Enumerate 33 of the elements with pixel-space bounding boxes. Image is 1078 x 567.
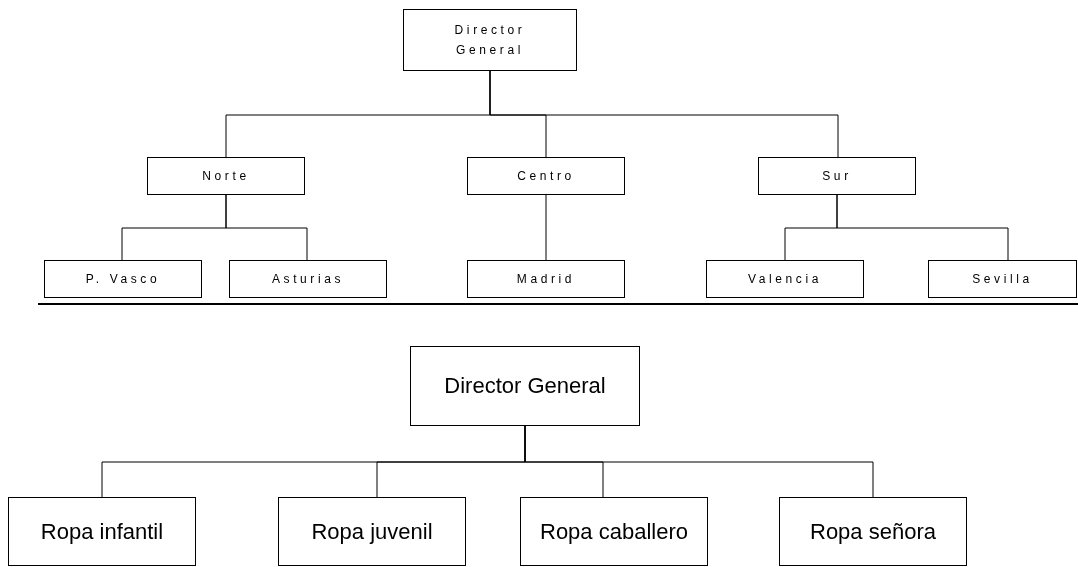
box-label: Sevilla	[972, 271, 1033, 288]
box-label: Ropa señora	[810, 517, 936, 546]
box-label: Sur	[822, 168, 852, 185]
box-label: Centro	[517, 168, 575, 185]
org-box	[410, 346, 640, 426]
connector-line	[836, 194, 1009, 261]
org-box	[758, 157, 916, 195]
org-box	[8, 497, 196, 566]
connector-line	[225, 194, 308, 261]
box-label: Director General	[444, 372, 606, 400]
org-box	[278, 497, 466, 566]
org-box	[467, 260, 625, 298]
box-label: P. Vasco	[85, 271, 161, 288]
box-label: Norte	[202, 168, 250, 185]
box-label: Ropa infantil	[40, 517, 164, 546]
org-box	[779, 497, 967, 566]
box-label: Ropa caballero	[540, 517, 688, 546]
org-box	[706, 260, 864, 298]
org-box	[928, 260, 1077, 298]
org-box	[403, 9, 577, 71]
org-box	[467, 157, 625, 195]
org-box	[520, 497, 708, 566]
org-box	[44, 260, 202, 298]
box-label: Ropa juvenil	[311, 517, 433, 546]
connector-line	[489, 70, 839, 158]
box-label: Director General	[453, 22, 527, 59]
org-box	[229, 260, 387, 298]
connector-line	[524, 425, 874, 498]
box-label: Valencia	[748, 271, 822, 288]
box-label: Asturias	[271, 271, 345, 288]
connector-line	[545, 194, 547, 261]
box-label: Madrid	[516, 271, 576, 288]
org-box	[147, 157, 305, 195]
